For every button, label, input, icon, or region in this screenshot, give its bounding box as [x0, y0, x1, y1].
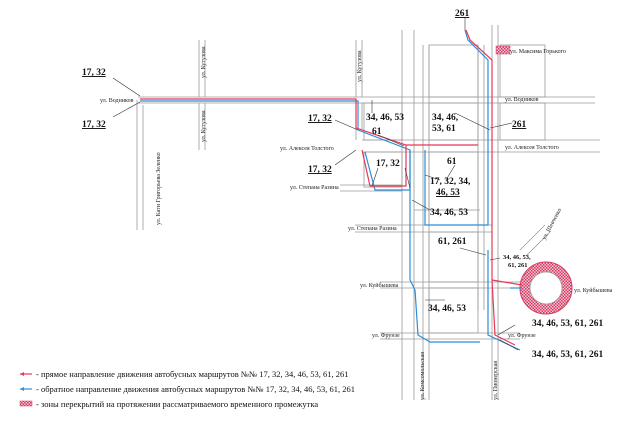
route-label-small-line1: 34, 46, 53,: [503, 254, 531, 261]
street-vodnikov-left: ул. Водников: [100, 98, 134, 104]
street-alekseya-tolstogo-right: ул. Алексея Толстого: [505, 145, 559, 151]
street-kuybysheva-left: ул. Куйбышева: [360, 282, 399, 289]
route-label-1732-c: 17, 32: [308, 114, 332, 124]
street-kutuzova-top: ул. Кутузова: [201, 46, 207, 78]
route-label-1732-a: 17, 32: [82, 68, 106, 78]
legend-zones-row: - зоны перекрытий на протяжении рассматр…: [19, 399, 318, 409]
street-frunze-right: ул. Фрунзе: [508, 333, 536, 339]
legend-reverse-row: - обратное направление движения автобусн…: [20, 384, 355, 394]
route-label-small-line2: 61, 261: [508, 262, 528, 269]
closure-zone: [495, 45, 511, 55]
street-shevchenko: ул. Шевченко: [541, 208, 563, 241]
street-maksima-gorkogo: ул. Максима Горького: [510, 49, 566, 55]
route-label-344653-b2: 53, 61: [432, 124, 456, 134]
street-kutuzova-mid: ул. Кутузова: [201, 110, 207, 142]
route-label-61-a: 61: [372, 127, 382, 137]
route-label-all-b: 34, 46, 53, 61, 261: [532, 350, 604, 360]
route-label-344653-a: 34, 46, 53: [366, 113, 404, 123]
roundabout: [519, 261, 573, 315]
forward-route-lines: [140, 29, 523, 346]
route-label-1732-e: 17, 32: [376, 159, 400, 169]
route-label-261-right: 261: [512, 120, 527, 130]
street-vodnikov-right: ул. Водников: [505, 97, 539, 103]
street-alekseya-tolstogo-left: ул. Алексея Толстого: [280, 146, 334, 152]
street-kati-zelenko: ул. Кати Григорьева Зеленко: [156, 152, 162, 225]
street-stepana-razina-upper: ул. Степана Разина: [290, 185, 339, 191]
street-kutuzova-right: ул. Кутузова: [357, 50, 363, 82]
legend: - прямое направление движения автобусных…: [19, 369, 355, 409]
route-label-1732-3446-line1: 17, 32, 34,: [430, 177, 471, 187]
street-stepana-razina: ул. Степана Разина: [348, 226, 397, 232]
street-kuybysheva-right: ул. Куйбышева: [574, 287, 613, 294]
route-label-all-a: 34, 46, 53, 61, 261: [532, 319, 604, 329]
route-label-1732-3446-line2: 46, 53: [436, 188, 460, 198]
street-komsomolskaya: ул. Комсомольская: [420, 352, 426, 400]
route-label-61-b: 61: [447, 157, 457, 167]
street-pionerskaya: ул. Пионерская: [493, 361, 499, 400]
legend-zones-label: - зоны перекрытий на протяжении рассматр…: [36, 399, 318, 409]
legend-reverse-label: - обратное направление движения автобусн…: [36, 384, 355, 394]
route-label-1732-d: 17, 32: [308, 165, 332, 175]
route-label-1732-b: 17, 32: [82, 120, 106, 130]
route-label-61261: 61, 261: [438, 237, 467, 247]
route-label-344653-b1: 34, 46,: [432, 113, 459, 123]
road-network: [136, 25, 600, 400]
route-label-344653-c: 34, 46, 53: [430, 208, 468, 218]
legend-forward-row: - прямое направление движения автобусных…: [20, 369, 349, 379]
route-label-261-top: 261: [455, 9, 470, 19]
label-leaders: [112, 18, 519, 351]
route-label-344653-d: 34, 46, 53: [428, 304, 466, 314]
legend-forward-label: - прямое направление движения автобусных…: [36, 369, 349, 379]
street-frunze-left: ул. Фрунзе: [372, 333, 400, 339]
